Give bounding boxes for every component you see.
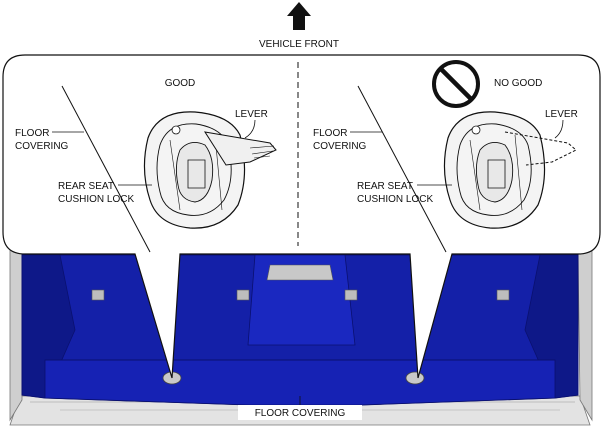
good-lever-label: LEVER (235, 109, 268, 120)
arrow-up-icon (287, 2, 311, 30)
left-lock-label-line1: REAR SEAT (58, 181, 114, 192)
no-good-lever-label: LEVER (545, 109, 578, 120)
right-floor-label-line1: FLOOR (313, 128, 347, 139)
good-panel: GOOD FLOOR COVERING LEVER REAR SEAT CUSH… (15, 78, 277, 253)
right-lock-label-line2: CUSHION LOCK (357, 194, 433, 205)
left-floor-label-line2: COVERING (15, 141, 69, 152)
right-lock-label-line1: REAR SEAT (357, 181, 413, 192)
good-title: GOOD (165, 78, 196, 89)
no-good-panel: NO GOOD FLOOR COVERING LEVER REAR SEAT C… (313, 60, 578, 253)
vehicle-floor (9, 249, 593, 426)
left-floor-label-line1: FLOOR (15, 128, 49, 139)
left-lock-label-line2: CUSHION LOCK (58, 194, 134, 205)
no-good-title: NO GOOD (494, 78, 542, 89)
vehicle-front-label: VEHICLE FRONT (259, 39, 339, 50)
no-good-lock-drawing (443, 111, 577, 229)
prohibited-icon (432, 60, 480, 108)
right-floor-label-line2: COVERING (313, 141, 367, 152)
good-lock-drawing (143, 111, 277, 229)
right-lock-point (405, 371, 425, 385)
floor-covering-label: FLOOR COVERING (255, 408, 346, 419)
floor-label-bg (238, 405, 362, 420)
